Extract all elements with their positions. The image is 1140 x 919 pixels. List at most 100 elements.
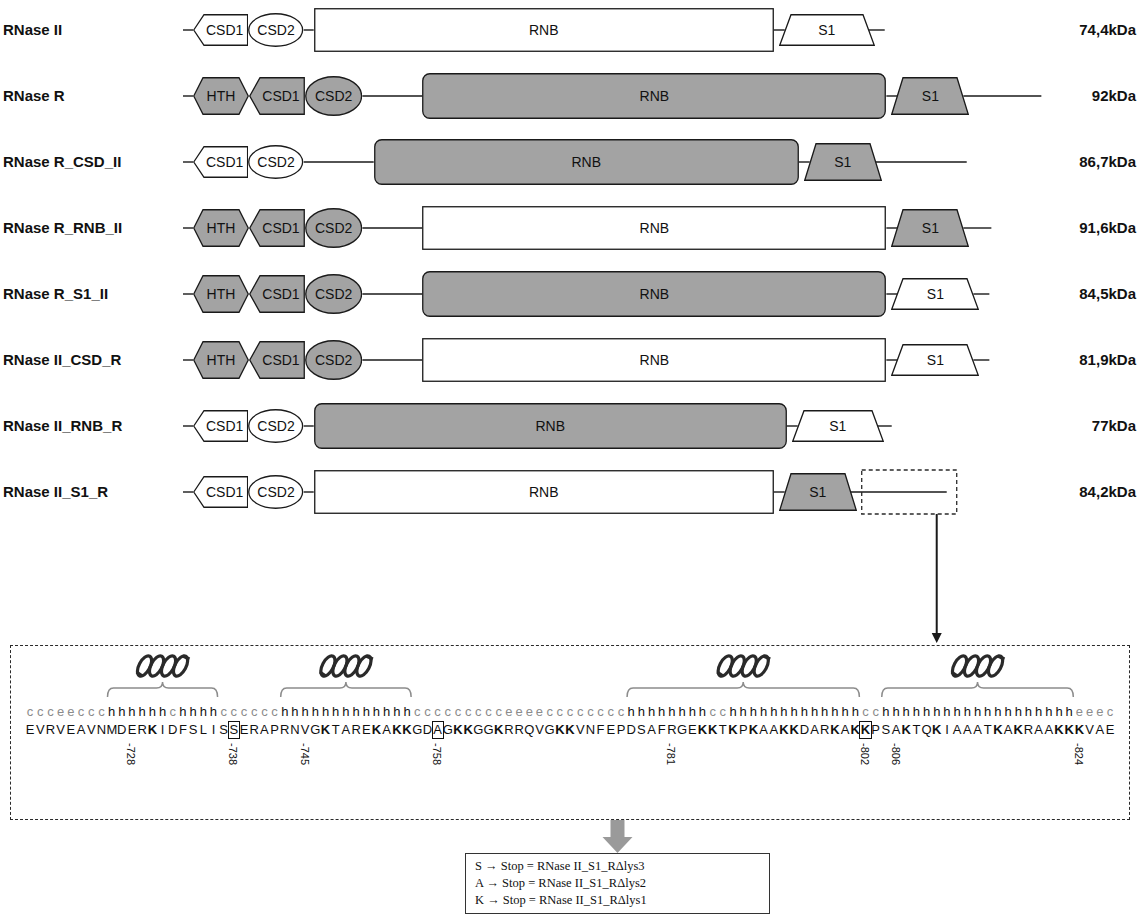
residue: G xyxy=(473,722,483,738)
residue: A xyxy=(769,722,779,738)
domain-label: S1 xyxy=(818,22,835,38)
structure-code: h xyxy=(779,704,789,720)
domain-outline-shape xyxy=(792,411,883,442)
domain-label: RNB xyxy=(571,154,601,170)
n-terminal-line xyxy=(183,293,193,294)
residue: D xyxy=(626,722,636,738)
n-terminal-line xyxy=(183,491,193,492)
domain-outline-shape xyxy=(306,275,362,314)
residue: K xyxy=(565,722,575,738)
structure-code: h xyxy=(830,704,840,720)
residue: K xyxy=(697,722,707,738)
helix-end xyxy=(952,672,958,676)
structure-code: c xyxy=(606,704,616,720)
backbone-line xyxy=(304,491,314,492)
residue: E xyxy=(687,722,697,738)
residue: D xyxy=(422,722,432,738)
residue: A xyxy=(1034,722,1044,738)
domain-label: S1 xyxy=(834,154,851,170)
domain-label: HTH xyxy=(207,88,236,104)
helix-icon xyxy=(135,654,191,679)
domain-box: S1 xyxy=(779,473,857,511)
domain-box: CSD2 xyxy=(305,340,362,380)
domain-outline-shape xyxy=(374,140,798,185)
structure-code: c xyxy=(494,704,504,720)
residue: N xyxy=(290,722,300,738)
structure-code: h xyxy=(911,704,921,720)
residue: A xyxy=(382,722,392,738)
n-terminal-line xyxy=(183,95,193,96)
residue: I xyxy=(942,722,952,738)
structure-code: h xyxy=(331,704,341,720)
structure-code: e xyxy=(1085,704,1095,720)
structure-code: h xyxy=(993,704,1003,720)
residue: K xyxy=(392,722,402,738)
residue: S xyxy=(636,722,646,738)
structure-code: c xyxy=(168,704,178,720)
n-terminal-line xyxy=(183,161,193,162)
structure-code: c xyxy=(219,704,229,720)
structure-code: c xyxy=(596,704,606,720)
domain-box: CSD2 xyxy=(305,76,362,116)
structure-code: c xyxy=(96,704,106,720)
structure-code: h xyxy=(922,704,932,720)
helix-brace xyxy=(281,682,411,697)
residue: A xyxy=(341,722,351,738)
residue-number: -758 xyxy=(431,743,443,765)
residue: A xyxy=(646,722,656,738)
domain-box: S1 xyxy=(891,278,979,310)
structure-code: h xyxy=(881,704,891,720)
helix-brace xyxy=(108,682,218,697)
residue-number: -738 xyxy=(227,743,239,765)
residue: K xyxy=(1013,722,1023,738)
domain-outline-shape xyxy=(249,14,303,47)
structure-code: h xyxy=(952,704,962,720)
structure-code: c xyxy=(565,704,575,720)
residue: R xyxy=(514,722,524,738)
residue: K xyxy=(789,722,799,738)
structure-code: h xyxy=(932,704,942,720)
residue: R xyxy=(137,722,147,738)
construct-name: RNase II_CSD_R xyxy=(3,351,121,369)
residue: S xyxy=(881,722,891,738)
residue-number: -802 xyxy=(859,743,871,765)
backbone-line xyxy=(362,227,422,228)
structure-code: e xyxy=(514,704,524,720)
structure-code: h xyxy=(1054,704,1064,720)
structure-code: h xyxy=(351,704,361,720)
c-terminal-tail xyxy=(973,293,989,294)
domain-label: CSD1 xyxy=(206,22,243,38)
residue: S xyxy=(229,722,239,738)
residue: V xyxy=(1085,722,1095,738)
structure-code: h xyxy=(646,704,656,720)
domain-label: CSD2 xyxy=(315,88,352,104)
domain-outline-shape xyxy=(423,272,886,317)
backbone-line xyxy=(787,425,798,426)
helix-end xyxy=(320,672,326,676)
domain-label: RNB xyxy=(640,352,670,368)
domain-outline-shape xyxy=(194,276,249,313)
residue: K xyxy=(993,722,1003,738)
molecular-weight: 91,6kDa xyxy=(1079,219,1136,237)
domain-box: S1 xyxy=(779,14,875,46)
structure-code: h xyxy=(198,704,208,720)
structure-code: h xyxy=(626,704,636,720)
residue: V xyxy=(300,722,310,738)
domain-box: RNB xyxy=(422,271,886,317)
structure-code: e xyxy=(524,704,534,720)
backbone-line xyxy=(886,95,897,96)
domain-outline-shape xyxy=(314,9,773,52)
domain-box: RNB xyxy=(422,73,886,119)
structure-code: e xyxy=(1095,704,1105,720)
domain-box: CSD2 xyxy=(305,208,362,248)
backbone-link xyxy=(304,492,314,493)
domain-outline-shape xyxy=(194,78,249,115)
n-terminal-line xyxy=(183,29,193,30)
structure-code: c xyxy=(616,704,626,720)
block-arrow xyxy=(603,820,633,853)
structure-code: c xyxy=(76,704,86,720)
residue: E xyxy=(361,722,371,738)
